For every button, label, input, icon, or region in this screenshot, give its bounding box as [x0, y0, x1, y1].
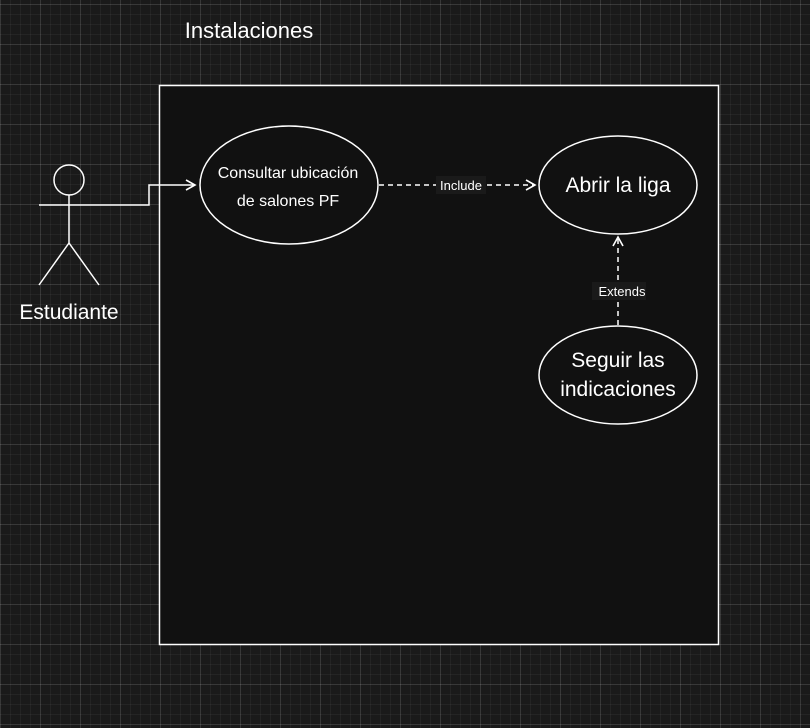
extends-label-bg: [592, 282, 646, 300]
use-case-abrir-label: Abrir la liga: [565, 174, 670, 197]
use-case-abrir[interactable]: Abrir la liga: [538, 135, 698, 235]
use-case-seguir-line1: Seguir las: [571, 349, 664, 372]
use-case-consultar-ellipse: [199, 125, 379, 245]
use-case-consultar[interactable]: Consultar ubicación de salones PF: [199, 125, 379, 245]
include-relation[interactable]: Include: [379, 176, 537, 194]
association-edge[interactable]: [99, 179, 197, 206]
actor-estudiante[interactable]: Estudiante: [19, 164, 119, 324]
use-case-seguir-line2: indicaciones: [560, 378, 676, 401]
include-label-bg: [436, 176, 486, 194]
system-title: Instalaciones: [185, 18, 313, 43]
use-case-seguir-ellipse: [538, 325, 698, 425]
use-case-consultar-line2: de salones PF: [237, 193, 340, 210]
use-case-abrir-ellipse: [538, 135, 698, 235]
use-case-consultar-line1: Consultar ubicación: [218, 165, 359, 182]
actor-left-leg: [38, 242, 70, 286]
extends-relation[interactable]: Extends: [592, 235, 646, 325]
extends-label: Extends: [599, 284, 646, 299]
actor-label: Estudiante: [19, 301, 118, 324]
include-label: Include: [440, 178, 482, 193]
actor-head: [53, 164, 85, 196]
actor-right-leg: [68, 242, 100, 286]
use-case-seguir[interactable]: Seguir las indicaciones: [538, 325, 698, 425]
